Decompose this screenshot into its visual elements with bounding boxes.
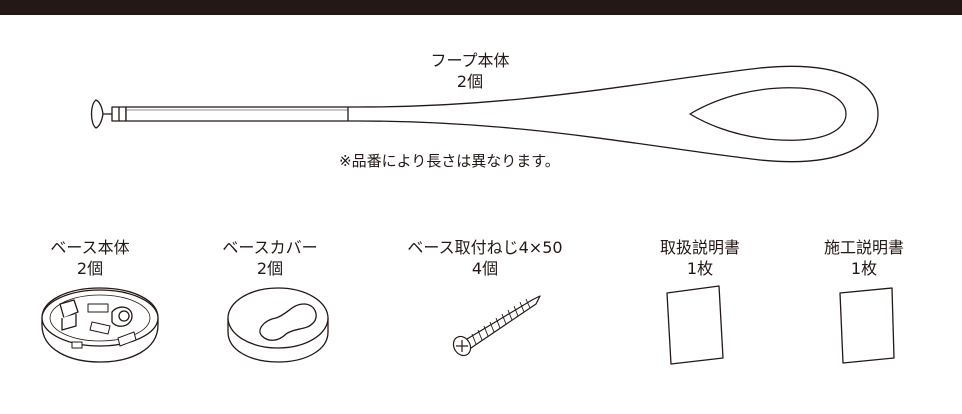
part-qty: 1枚 [850,259,878,278]
part-name: ベース取付ねじ4×50 [407,238,563,257]
top-banner-bar [0,0,962,15]
part-name: ベースカバー [222,238,318,257]
hoop-name: フープ本体 [430,51,510,70]
part-label-base-cover: ベースカバー 2個 [200,237,340,279]
part-label-install-guide: 施工説明書 1枚 [794,237,934,279]
part-name: 取扱説明書 [659,238,740,257]
hoop-label: フープ本体 2個 [410,50,530,92]
part-qty: 2個 [256,259,284,278]
hoop-length-note: ※品番により長さは異なります。 [339,152,560,170]
hoop-qty: 2個 [456,72,484,91]
part-qty: 4個 [471,259,499,278]
part-name: ベース本体 [50,238,130,257]
part-qty: 1枚 [686,259,714,278]
part-label-manual: 取扱説明書 1枚 [630,237,770,279]
part-label-base-body: ベース本体 2個 [20,237,160,279]
part-label-screw: ベース取付ねじ4×50 4個 [385,237,585,279]
part-qty: 2個 [76,259,104,278]
part-name: 施工説明書 [823,238,904,257]
